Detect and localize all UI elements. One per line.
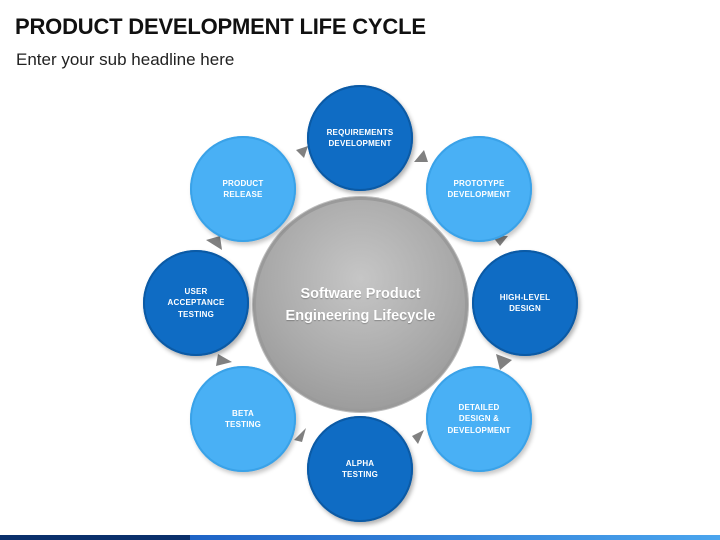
- lifecycle-diagram: Software Product Engineering Lifecycle R…: [0, 70, 720, 535]
- footer-bar: [0, 535, 720, 540]
- node-beta-testing: BETA TESTING: [190, 366, 296, 472]
- node-label: BETA TESTING: [224, 408, 262, 430]
- node-user-acceptance-testing: USER ACCEPTANCE TESTING: [143, 250, 249, 356]
- page-title: PRODUCT DEVELOPMENT LIFE CYCLE: [15, 14, 426, 39]
- node-label: HIGH-LEVEL DESIGN: [499, 292, 551, 314]
- page-subtitle: Enter your sub headline here: [16, 50, 235, 69]
- node-label: REQUIREMENTS DEVELOPMENT: [326, 127, 394, 149]
- node-high-level-design: HIGH-LEVEL DESIGN: [472, 250, 578, 356]
- arrow-beta-to-user-acceptance: [216, 354, 232, 366]
- arrow-detailed-to-alpha: [412, 430, 424, 444]
- arrow-requirements-to-prototype: [414, 150, 428, 162]
- node-label: ALPHA TESTING: [341, 458, 379, 480]
- footer-bar-gradient: [190, 535, 720, 540]
- node-label: PRODUCT RELEASE: [222, 178, 264, 200]
- node-product-release: PRODUCT RELEASE: [190, 136, 296, 242]
- cycle-arrows: [206, 146, 512, 444]
- arrow-release-to-requirements: [296, 146, 308, 158]
- center-circle: Software Product Engineering Lifecycle: [253, 197, 468, 412]
- node-label: PROTOTYPE DEVELOPMENT: [447, 178, 511, 200]
- arrow-user-acceptance-to-release: [206, 236, 222, 250]
- footer-bar-dark: [0, 535, 190, 540]
- arrow-high-level-to-detailed: [496, 354, 512, 370]
- node-detailed-design-development: DETAILED DESIGN & DEVELOPMENT: [426, 366, 532, 472]
- center-label: Software Product Engineering Lifecycle: [285, 285, 436, 324]
- node-label: DETAILED DESIGN & DEVELOPMENT: [447, 402, 511, 435]
- node-prototype-development: PROTOTYPE DEVELOPMENT: [426, 136, 532, 242]
- node-requirements-development: REQUIREMENTS DEVELOPMENT: [307, 85, 413, 191]
- node-label: USER ACCEPTANCE TESTING: [167, 286, 225, 319]
- node-alpha-testing: ALPHA TESTING: [307, 416, 413, 522]
- arrow-alpha-to-beta: [294, 428, 306, 442]
